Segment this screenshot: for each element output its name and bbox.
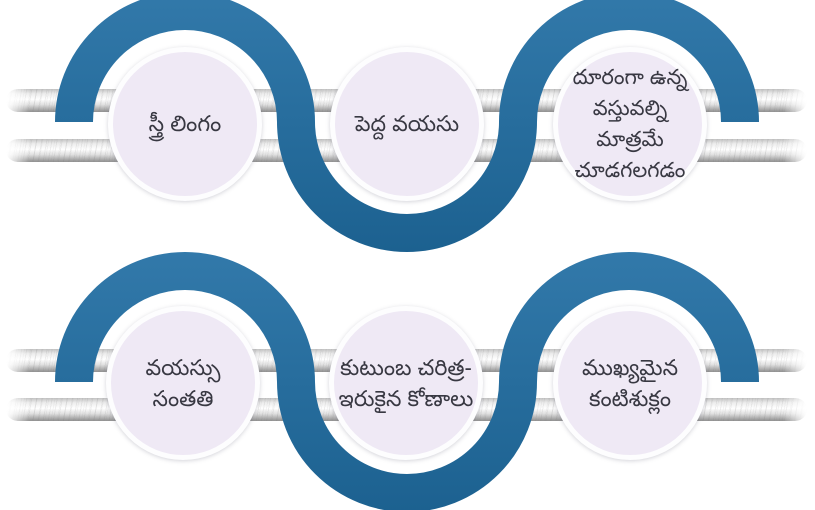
wave-ribbon-row-1 (55, 0, 759, 252)
node-label: వయస్సు సంతతి (145, 354, 221, 411)
node-label: స్త్రీ లింగం (148, 111, 222, 137)
node-label: కుటుంబ చరిత్ర- ఇరుకైన కోణాలు (338, 354, 474, 411)
node-distant-vision: దూరంగా ఉన్న వస్తువల్ని మాత్రమే చూడగలగడం (553, 47, 707, 201)
node-female-gender: స్త్రీ లింగం (108, 47, 262, 201)
wave-ribbon-row-2 (55, 252, 759, 510)
node-major-cataract: ముఖ్యమైన కంటిశుక్లం (553, 306, 707, 460)
node-old-age: పెద్ద వయసు (330, 47, 484, 201)
node-label: దూరంగా ఉన్న వస్తువల్ని మాత్రమే చూడగలగడం (572, 65, 688, 183)
node-label: ముఖ్యమైన కంటిశుక్లం (581, 354, 679, 411)
node-family-history: కుటుంబ చరిత్ర- ఇరుకైన కోణాలు (329, 306, 483, 460)
node-label: పెద్ద వయసు (354, 111, 460, 137)
node-age-heredity: వయస్సు సంతతి (106, 306, 260, 460)
